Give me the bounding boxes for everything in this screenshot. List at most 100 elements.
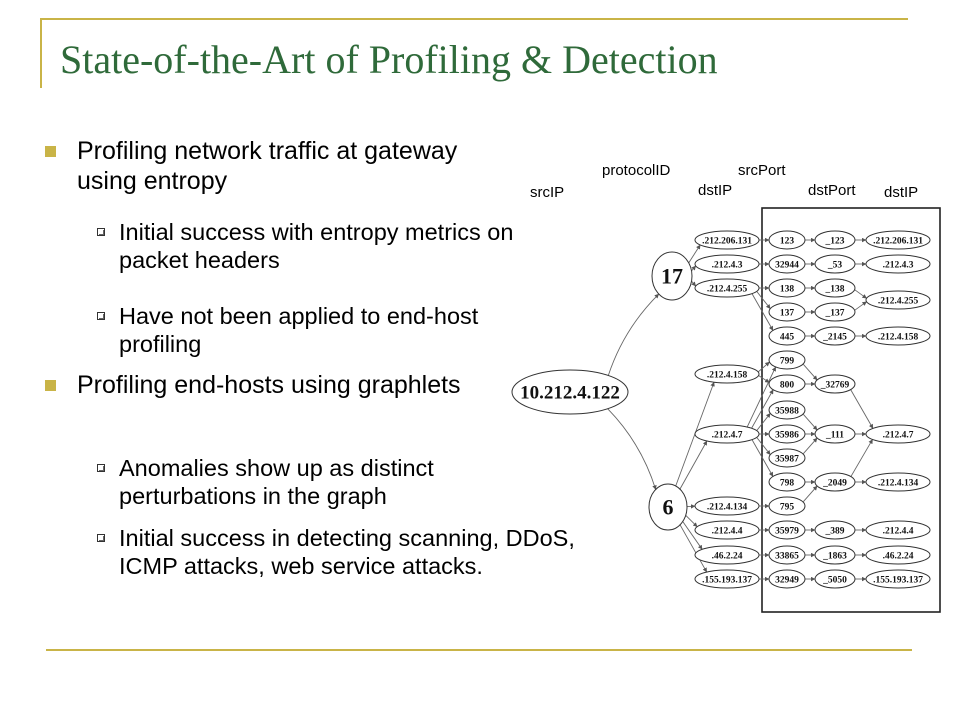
svg-text:795: 795: [780, 502, 795, 512]
graph-edge: [802, 363, 818, 381]
svg-text:10.212.4.122: 10.212.4.122: [520, 383, 620, 404]
node-dstip-2: .212.4.134: [865, 472, 931, 492]
svg-text:.212.206.131: .212.206.131: [702, 236, 752, 246]
graph-edge: [685, 515, 698, 528]
node-srcport: 800: [768, 374, 806, 394]
node-dstip: .212.4.4: [694, 520, 760, 540]
graph-edge: [691, 280, 697, 287]
graph-edge: [679, 524, 708, 573]
node-dstip: .212.4.3: [694, 254, 760, 274]
node-dstip: .212.4.134: [694, 496, 760, 516]
graph-edge: [607, 293, 660, 376]
graph-edge: [751, 439, 774, 477]
node-dstport: _137: [814, 302, 856, 322]
graph-edge: [756, 413, 771, 431]
graph-edge: [751, 293, 774, 331]
node-dstip-2: .212.4.255: [865, 290, 931, 310]
svg-text:_137: _137: [825, 308, 845, 318]
svg-text:35987: 35987: [775, 454, 799, 464]
svg-text:_111: _111: [825, 430, 844, 440]
svg-text:.155.193.137: .155.193.137: [702, 575, 752, 585]
node-srcport: 795: [768, 496, 806, 516]
sub-bullet-2-1-text: Anomalies show up as distinct perturbati…: [119, 455, 434, 509]
graph-edge: [802, 437, 818, 455]
node-dstip: .212.4.7: [694, 424, 760, 444]
bullet-square-icon: [45, 146, 56, 157]
node-dstip-2: .212.206.131: [865, 230, 931, 250]
bullet-1: Profiling network traffic at gateway usi…: [45, 136, 485, 196]
graph-edge: [688, 244, 701, 264]
graph-edge: [854, 301, 867, 311]
graph-edge: [854, 289, 867, 299]
bullet-2-text: Profiling end-hosts using graphlets: [77, 371, 461, 399]
svg-text:_5050: _5050: [822, 575, 847, 585]
node-protocol-17: 17: [651, 251, 693, 301]
node-src-ip: 10.212.4.122: [511, 369, 629, 415]
node-protocol-6: 6: [648, 483, 688, 531]
graph-edge: [802, 485, 818, 503]
svg-text:123: 123: [780, 236, 795, 246]
node-dstip-2: .155.193.137: [865, 569, 931, 589]
node-srcport: 137: [768, 302, 806, 322]
svg-text:.212.4.4: .212.4.4: [883, 526, 914, 536]
node-dstip: .212.4.255: [694, 278, 760, 298]
node-dstport: _389: [814, 520, 856, 540]
bullet-1-text: Profiling network traffic at gateway usi…: [77, 137, 458, 195]
svg-text:_32769: _32769: [820, 380, 850, 390]
graph-edge: [682, 521, 703, 550]
svg-text:445: 445: [780, 332, 795, 342]
svg-text:798: 798: [780, 478, 795, 488]
slide-title: State-of-the-Art of Profiling & Detectio…: [60, 37, 718, 82]
node-srcport: 799: [768, 350, 806, 370]
node-srcport: 445: [768, 326, 806, 346]
node-srcport: 35987: [768, 448, 806, 468]
sub-bullet-1-1-text: Initial success with entropy metrics on …: [119, 219, 514, 273]
column-header-dstport: dstPort: [808, 182, 856, 199]
node-dstip-2: .212.4.7: [865, 424, 931, 444]
node-dstport: _53: [814, 254, 856, 274]
svg-text:_123: _123: [825, 236, 845, 246]
sub-bullet-square-icon: [97, 312, 105, 320]
svg-text:.212.4.158: .212.4.158: [878, 332, 919, 342]
graph-edge: [679, 440, 708, 490]
title-frame-top-rule: [40, 18, 908, 20]
svg-text:_1863: _1863: [822, 551, 847, 561]
graph-edge: [850, 439, 873, 477]
column-header-dstip: dstIP: [698, 182, 733, 199]
sub-bullet-1-1: Initial success with entropy metrics on …: [97, 218, 567, 274]
sub-bullet-2-2: Initial success in detecting scanning, D…: [97, 524, 587, 580]
svg-text:.46.2.24: .46.2.24: [712, 551, 743, 561]
node-dstport: _32769: [814, 374, 856, 394]
node-srcport: 35986: [768, 424, 806, 444]
svg-text:6: 6: [663, 495, 674, 520]
graph-nodes: 10.212.4.122 17 6 .212.206.131 .212.4.3 .212.…: [511, 230, 931, 589]
sub-bullet-2-1: Anomalies show up as distinct perturbati…: [97, 454, 577, 510]
svg-text:.155.193.137: .155.193.137: [873, 575, 923, 585]
svg-text:.212.4.158: .212.4.158: [707, 370, 748, 380]
graph-edge: [756, 437, 771, 455]
node-srcport: 35988: [768, 400, 806, 420]
svg-text:137: 137: [780, 308, 795, 318]
graph-edge: [802, 413, 818, 431]
node-dstip: .46.2.24: [694, 545, 760, 565]
footer-rule: [46, 649, 912, 651]
svg-text:799: 799: [780, 356, 795, 366]
sub-bullet-square-icon: [97, 464, 105, 472]
column-header-srcport: srcPort: [738, 162, 786, 179]
node-dstport: _2049: [814, 472, 856, 492]
graph-edge: [756, 291, 771, 309]
svg-text:.46.2.24: .46.2.24: [883, 551, 914, 561]
sub-bullet-square-icon: [97, 228, 105, 236]
column-header-protocolid: protocolID: [602, 162, 671, 179]
svg-text:35986: 35986: [775, 430, 799, 440]
node-dstip: .155.193.137: [694, 569, 760, 589]
node-srcport: 35979: [768, 520, 806, 540]
node-dstport: _2145: [814, 326, 856, 346]
graph-edge: [607, 408, 657, 490]
svg-text:33865: 33865: [775, 551, 799, 561]
graph-edge: [746, 366, 777, 428]
svg-text:_2049: _2049: [822, 478, 847, 488]
svg-text:32949: 32949: [775, 575, 799, 585]
node-dstport: _138: [814, 278, 856, 298]
